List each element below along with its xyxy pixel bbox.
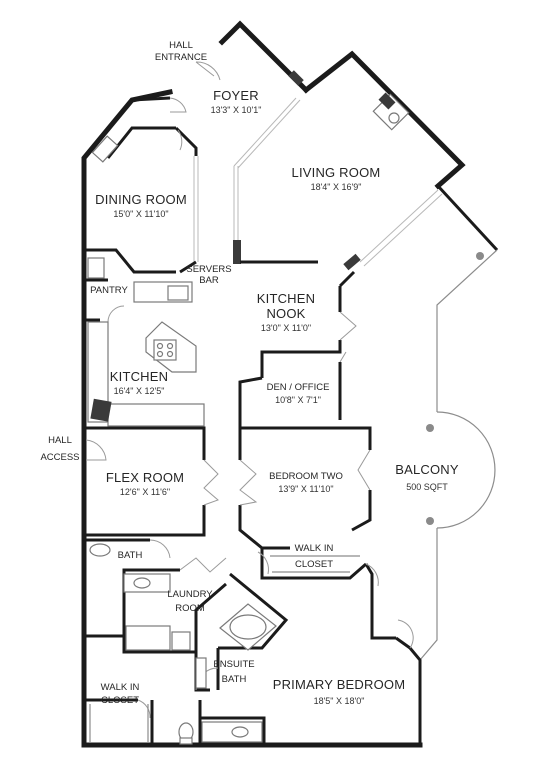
primary-bedroom-name: PRIMARY BEDROOM — [273, 677, 406, 692]
living-room-dims: 18'4" X 16'9" — [311, 182, 362, 192]
doors — [85, 61, 414, 719]
bedroom-two-dims: 13'9" X 11'10" — [278, 484, 333, 494]
kitchen-nook-name-1: KITCHEN — [257, 291, 315, 306]
hall-entrance-label-1: HALL — [169, 40, 193, 51]
bedroom-two-name: BEDROOM TWO — [269, 471, 343, 482]
ensuite-bath-label-2: BATH — [222, 674, 247, 685]
kitchen-dims: 16'4" X 12'5" — [114, 386, 165, 396]
den-office-name: DEN / OFFICE — [267, 382, 330, 393]
walk-in-closet-1-label-1: WALK IN — [101, 682, 140, 693]
hall-entrance-label-2: ENTRANCE — [155, 52, 207, 63]
foyer-name: FOYER — [213, 88, 259, 103]
balcony-dims: 500 SQFT — [406, 482, 448, 492]
dining-room-name: DINING ROOM — [95, 192, 187, 207]
primary-bedroom-dims: 18'5" X 18'0" — [314, 696, 365, 706]
walk-in-closet-2-label-1: WALK IN — [295, 543, 334, 554]
hall-access-label-1: HALL — [48, 435, 72, 446]
flex-room-dims: 12'6" X 11'6" — [120, 487, 170, 497]
kitchen-name: KITCHEN — [110, 369, 168, 384]
walk-in-closet-2-label-2: CLOSET — [295, 559, 333, 570]
flex-room-name: FLEX ROOM — [106, 470, 184, 485]
servers-bar-label-1: SERVERS — [186, 264, 231, 275]
walk-in-closet-1-label-2: CLOSET — [101, 695, 139, 706]
servers-bar-label-2: BAR — [199, 275, 219, 286]
hall-access-label-2: ACCESS — [40, 452, 79, 463]
labels: HALL ENTRANCE FOYER 13'3" X 10'1" LIVING… — [40, 40, 458, 706]
interior-walls — [86, 96, 422, 745]
pantry-label: PANTRY — [90, 285, 128, 296]
balcony-outline — [419, 249, 498, 661]
bath-label: BATH — [118, 550, 143, 561]
kitchen-nook-dims: 13'0" X 11'0" — [261, 323, 311, 333]
glass-doors — [193, 97, 443, 267]
foyer-dims: 13'3" X 10'1" — [211, 105, 262, 115]
exterior-walls — [81, 20, 499, 748]
den-office-dims: 10'8" X 7'1" — [275, 395, 321, 405]
laundry-room-label-2: ROOM — [175, 603, 205, 614]
kitchen-nook-name-2: NOOK — [266, 306, 305, 321]
living-room-name: LIVING ROOM — [292, 165, 381, 180]
dining-room-dims: 15'0" X 11'10" — [113, 209, 168, 219]
fixtures — [87, 92, 410, 745]
balcony-name: BALCONY — [395, 462, 459, 477]
ensuite-bath-label-1: ENSUITE — [213, 659, 254, 670]
laundry-room-label-1: LAUNDRY — [167, 589, 213, 600]
